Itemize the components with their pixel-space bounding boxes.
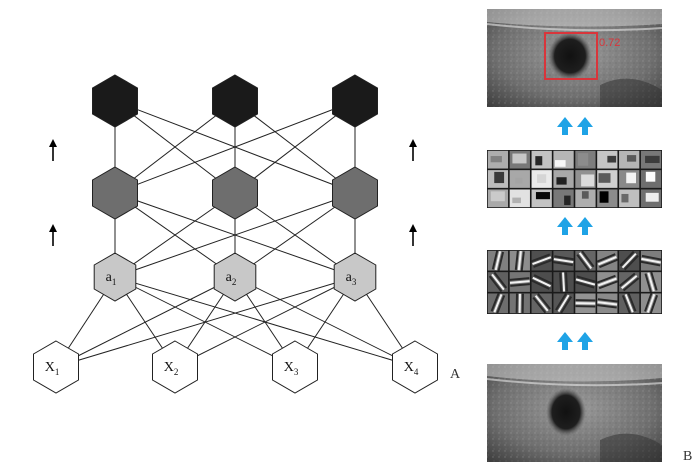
ultrasound-detection-image: 0.72 [486, 9, 663, 107]
feature-cell [531, 272, 553, 292]
hidden2-node-2 [212, 166, 258, 220]
input-node-1: X1 [33, 340, 79, 394]
feature-cell [509, 189, 530, 208]
high-level-feature-grid [487, 150, 662, 208]
feature-cell [597, 170, 618, 188]
feature-cell [575, 170, 596, 188]
network-edge [114, 100, 356, 194]
network-edges [55, 100, 416, 368]
feature-cell [597, 293, 618, 314]
feature-cell [574, 272, 596, 292]
feature-cell [597, 150, 618, 169]
hidden1-node-2: a2 [213, 252, 257, 302]
layer-arrow-3 [409, 139, 417, 161]
output-node-2 [212, 74, 258, 128]
network-edge [234, 276, 416, 368]
feature-cell [509, 250, 530, 271]
input-node-2: X2 [152, 340, 198, 394]
feature-cell [619, 189, 640, 208]
blue-up-arrow-3-1 [557, 332, 573, 350]
feature-cell [487, 250, 509, 271]
feature-cell [487, 189, 509, 208]
image-stack: 0.72 [486, 9, 663, 462]
layer-arrow-1 [49, 139, 57, 161]
feature-cell [575, 189, 596, 208]
feature-cell [509, 272, 530, 292]
feature-cell [509, 293, 530, 314]
feature-cell [596, 250, 618, 271]
layer-arrow-2 [49, 224, 57, 246]
blue-up-arrow-1-1 [557, 117, 573, 135]
feature-cell [619, 250, 640, 271]
hidden2-node-3 [332, 166, 378, 220]
output-node-1 [92, 74, 138, 128]
ultrasound-input-image [486, 364, 663, 462]
feature-cell [619, 150, 640, 169]
feature-cell [531, 293, 552, 314]
hidden2-node-1 [92, 166, 138, 220]
feature-cell [619, 292, 640, 314]
feature-cell [619, 272, 640, 292]
layer-arrows [49, 139, 417, 246]
blue-up-arrow-1-2 [577, 117, 593, 135]
feature-cell [640, 271, 662, 293]
network-edge [114, 276, 296, 368]
feature-cell [575, 250, 596, 271]
feature-cell [640, 189, 662, 208]
feature-cell [619, 170, 640, 188]
input-node-3: X3 [272, 340, 318, 394]
network-edge [114, 192, 356, 278]
feature-cell [553, 272, 574, 292]
feature-cell [597, 189, 618, 208]
detection-box [544, 32, 598, 80]
blue-up-arrow-2-2 [577, 217, 593, 235]
feature-cell [487, 271, 509, 293]
feature-cell [531, 189, 552, 208]
panel-label-b: B [683, 449, 692, 464]
feature-cell [509, 150, 530, 169]
feature-cell [553, 170, 574, 188]
feature-cell [553, 150, 574, 169]
feature-cell [640, 150, 662, 169]
network-edge [234, 100, 356, 194]
feature-cell [509, 170, 530, 188]
network-edge [114, 276, 416, 368]
feature-cell [487, 292, 509, 314]
feature-cell [531, 250, 553, 271]
hidden1-node-2-label: a2 [226, 270, 237, 287]
feature-cell [640, 170, 662, 188]
input-node-4: X4 [392, 340, 438, 394]
output-node-3 [332, 74, 378, 128]
feature-cell [487, 150, 509, 169]
feature-cell [640, 292, 662, 314]
hidden1-node-3: a3 [333, 252, 377, 302]
detection-score: 0.72 [599, 37, 620, 49]
hidden1-node-1-label: a1 [106, 270, 117, 287]
feature-cell [575, 150, 596, 169]
feature-cell [531, 170, 552, 188]
feature-cell [553, 293, 574, 314]
feature-cell [640, 250, 662, 271]
blue-up-arrow-2-1 [557, 217, 573, 235]
hidden1-node-1: a1 [93, 252, 137, 302]
feature-cell [487, 170, 509, 188]
hidden1-node-3-label: a3 [346, 270, 357, 287]
blue-up-arrow-3-2 [577, 332, 593, 350]
layer-arrow-4 [409, 224, 417, 246]
network-edge [114, 100, 236, 194]
blue-arrow-pairs [557, 117, 593, 350]
feature-cell [596, 272, 618, 292]
feature-cell [531, 150, 552, 169]
feature-cell [575, 293, 596, 314]
low-level-feature-grid [487, 250, 662, 314]
panel-label-a: A [450, 367, 461, 382]
feature-cell [553, 189, 574, 208]
feature-cell [553, 250, 574, 271]
